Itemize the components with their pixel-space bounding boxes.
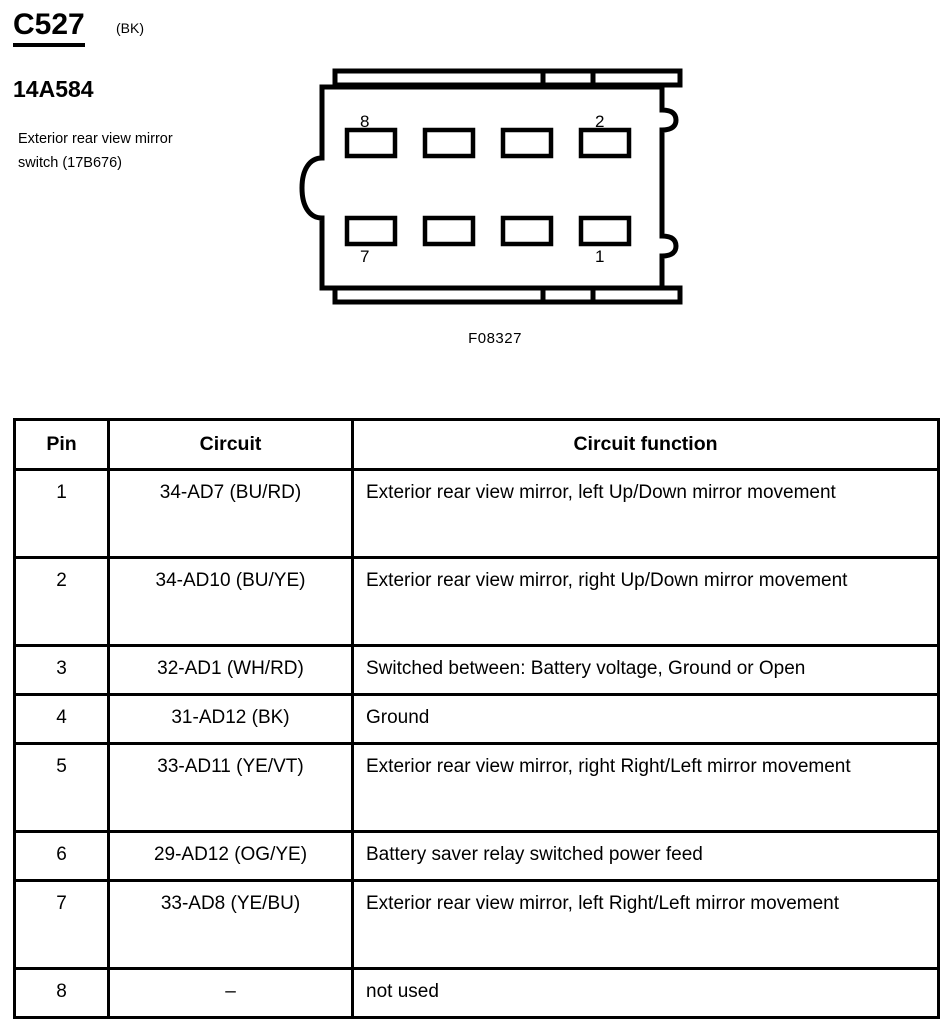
cavity-pin-6: [422, 127, 476, 159]
table-row: 2 34-AD10 (BU/YE) Exterior rear view mir…: [13, 556, 940, 647]
cell-circuit: 33-AD11 (YE/VT): [107, 742, 354, 833]
cavity-pin-5: [422, 215, 476, 247]
cell-pin: 8: [13, 967, 110, 1019]
top-retainer-bar: [332, 68, 683, 88]
cell-pin: 4: [13, 693, 110, 745]
cell-circuit: 34-AD7 (BU/RD): [107, 468, 354, 559]
table-row: 4 31-AD12 (BK) Ground: [13, 693, 940, 745]
cell-function: Battery saver relay switched power feed: [351, 830, 940, 882]
cell-pin: 5: [13, 742, 110, 833]
connector-diagram: 8 2 7 1: [290, 60, 700, 320]
figure-code-text: F08327: [468, 330, 522, 347]
pin-label-top-left: 8: [360, 112, 370, 131]
cell-pin: 2: [13, 556, 110, 647]
cell-function: Exterior rear view mirror, right Right/L…: [351, 742, 940, 833]
component-description: Exterior rear view mirror switch (17B676…: [18, 131, 173, 171]
table-body: 1 34-AD7 (BU/RD) Exterior rear view mirr…: [13, 468, 940, 1019]
cell-function: Exterior rear view mirror, left Up/Down …: [351, 468, 940, 559]
column-header-circuit: Circuit: [107, 418, 354, 471]
table-row: 5 33-AD11 (YE/VT) Exterior rear view mir…: [13, 742, 940, 833]
pin-label-top-right: 2: [595, 112, 605, 131]
figure-code-caption: F08327: [0, 330, 950, 347]
connector-color-code: (BK): [116, 20, 144, 36]
pin-assignment-table: Pin Circuit Circuit function 1 34-AD7 (B…: [13, 418, 940, 1019]
cell-pin: 6: [13, 830, 110, 882]
cavity-pin-8: [344, 127, 398, 159]
column-header-pin: Pin: [13, 418, 110, 471]
cell-circuit: 29-AD12 (OG/YE): [107, 830, 354, 882]
pin-label-bottom-right: 1: [595, 247, 605, 266]
cavity-pin-7: [344, 215, 398, 247]
cavity-pin-4: [500, 127, 554, 159]
connector-id-heading: C527: [13, 8, 85, 47]
connector-face-view: [299, 68, 683, 305]
cell-function: Ground: [351, 693, 940, 745]
cell-circuit: 31-AD12 (BK): [107, 693, 354, 745]
cavity-pin-3: [500, 215, 554, 247]
cavity-row-bottom: [344, 215, 632, 247]
table-row: 3 32-AD1 (WH/RD) Switched between: Batte…: [13, 644, 940, 696]
cell-circuit: 32-AD1 (WH/RD): [107, 644, 354, 696]
cell-pin: 3: [13, 644, 110, 696]
cell-circuit: –: [107, 967, 354, 1019]
table-header-row: Pin Circuit Circuit function: [13, 418, 940, 471]
table-row: 6 29-AD12 (OG/YE) Battery saver relay sw…: [13, 830, 940, 882]
cavity-pin-2: [578, 127, 632, 159]
column-header-function: Circuit function: [351, 418, 940, 471]
cell-circuit: 34-AD10 (BU/YE): [107, 556, 354, 647]
cell-function: Switched between: Battery voltage, Groun…: [351, 644, 940, 696]
cavity-row-top: [344, 127, 632, 159]
cell-pin: 1: [13, 468, 110, 559]
table-row: 1 34-AD7 (BU/RD) Exterior rear view mirr…: [13, 468, 940, 559]
table-row: 8 – not used: [13, 967, 940, 1019]
pin-label-bottom-left: 7: [360, 247, 370, 266]
part-number-heading: 14A584: [13, 76, 94, 102]
cell-function: Exterior rear view mirror, right Up/Down…: [351, 556, 940, 647]
cavity-pin-1: [578, 215, 632, 247]
cell-function: not used: [351, 967, 940, 1019]
connector-body-outline: [299, 84, 679, 291]
